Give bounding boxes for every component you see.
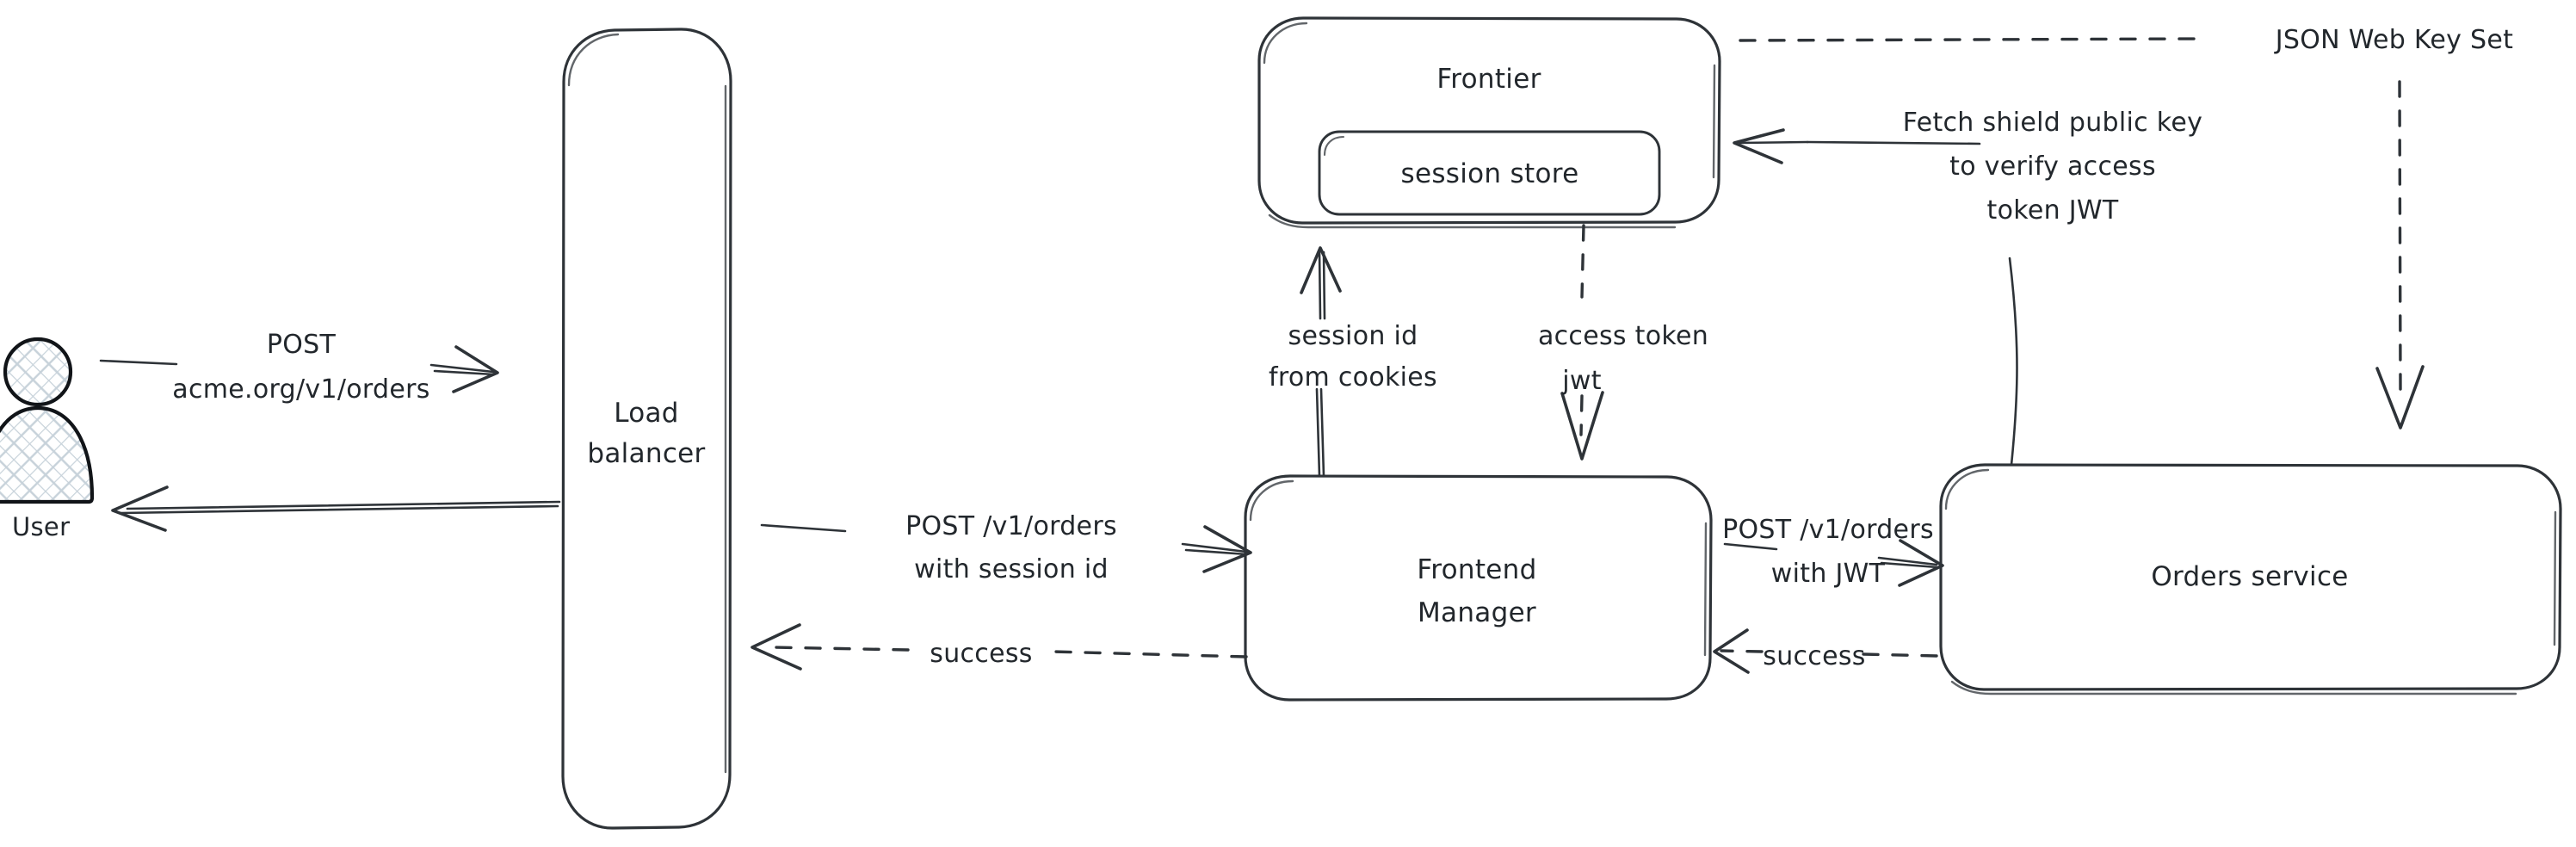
edge-fm-to-frontier-label-line1: session id bbox=[1288, 321, 1418, 351]
edge-user-to-lb-label-line2: acme.org/v1/orders bbox=[172, 374, 429, 405]
edge-frontier-to-frontend-manager bbox=[1560, 224, 1604, 461]
edge-orders-to-frontier-label-line3: token JWT bbox=[1987, 195, 2119, 226]
edge-fm-to-orders-label-line1: POST /v1/orders bbox=[1722, 515, 1934, 545]
edge-orders-to-frontier-label-line2: to verify access bbox=[1949, 151, 2156, 182]
edge-frontend-manager-to-frontier bbox=[1300, 246, 1342, 478]
edge-frontend-manager-to-orders bbox=[1723, 539, 1944, 587]
edge-lb-to-fm-label-line1: POST /v1/orders bbox=[905, 511, 1117, 541]
session-store-node[interactable] bbox=[1318, 130, 1661, 216]
frontend-manager-label-line1: Frontend bbox=[1417, 554, 1536, 585]
edge-fm-to-orders-label-line2: with JWT bbox=[1771, 559, 1886, 589]
frontend-manager-node[interactable] bbox=[1244, 474, 1713, 702]
user-person-icon bbox=[0, 337, 95, 504]
load-balancer-node[interactable] bbox=[561, 28, 732, 830]
edge-frontier-to-fm-label-line2: jwt bbox=[1561, 366, 1602, 396]
edge-load-balancer-to-user bbox=[111, 485, 561, 532]
session-store-label: session store bbox=[1401, 158, 1579, 189]
user-label: User bbox=[12, 512, 70, 541]
frontier-label: Frontier bbox=[1436, 64, 1541, 95]
edge-orders-to-frontier bbox=[1733, 128, 2018, 467]
edge-fm-to-frontier-label-line2: from cookies bbox=[1269, 362, 1437, 393]
edge-frontier-to-orders-jwks-label: JSON Web Key Set bbox=[2274, 25, 2513, 55]
edge-user-to-load-balancer bbox=[99, 345, 499, 393]
load-balancer-label-line1: Load bbox=[614, 398, 679, 429]
orders-service-label: Orders service bbox=[2151, 561, 2348, 592]
edge-frontend-manager-to-lb-success bbox=[751, 623, 1248, 671]
orders-service-node[interactable] bbox=[1939, 463, 2562, 696]
edge-lb-to-fm-label-line2: with session id bbox=[914, 554, 1109, 584]
frontend-manager-label-line2: Manager bbox=[1418, 597, 1536, 628]
edge-orders-to-frontier-label-line1: Fetch shield public key bbox=[1903, 108, 2202, 138]
edge-user-to-lb-label-line1: POST bbox=[267, 330, 337, 360]
edge-frontier-to-orders-jwks bbox=[1739, 37, 2425, 430]
edge-frontier-to-fm-label-line1: access token bbox=[1538, 321, 1708, 351]
edge-orders-to-fm-success-label: success bbox=[1763, 641, 1865, 671]
edge-fm-to-lb-success-label: success bbox=[930, 639, 1032, 669]
load-balancer-label-line2: balancer bbox=[587, 438, 705, 469]
edge-lb-to-frontend-manager bbox=[760, 523, 1252, 573]
edge-orders-to-frontend-manager-success bbox=[1713, 628, 1938, 674]
